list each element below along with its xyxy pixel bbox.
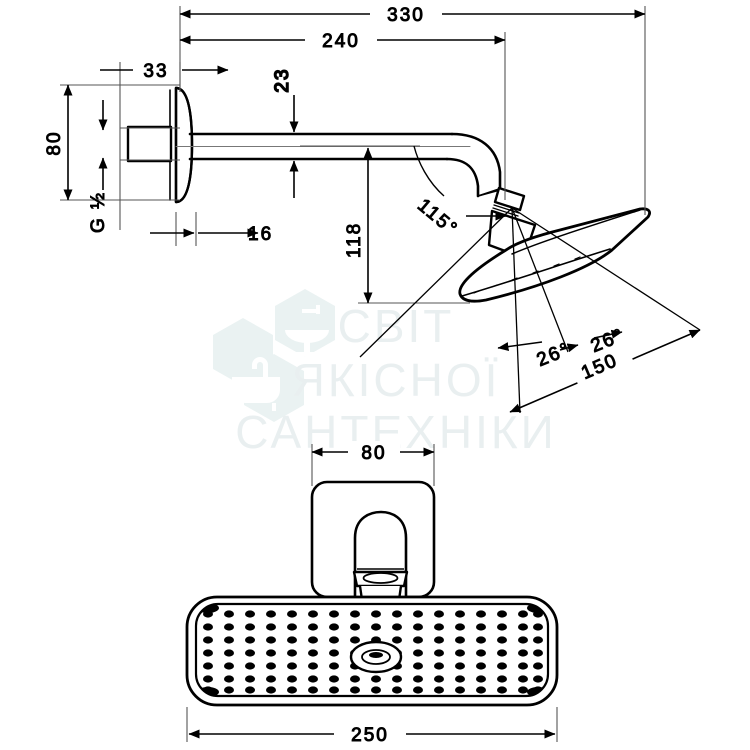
dim-16-label: 16 [248,224,273,245]
dim-G-half: G ½ [88,191,110,234]
dim-250: 250 [188,723,556,747]
side-elevation-geometry [126,86,651,303]
dim-240: 240 [179,29,506,53]
dim-26-deg-left-label: 26° [534,339,574,371]
watermark-line-1: СВІТ [338,300,455,352]
dim-330: 330 [179,3,646,27]
dim-80-plate-label: 80 [361,443,386,464]
side-elevation-dimensions: 330 240 33 16 [44,3,701,414]
center-jet-icon [349,640,403,674]
watermark-line-2: ЯКІСНОЇ [292,354,501,406]
front-elevation-dimensions: 80 250 [186,441,558,747]
dim-33-label: 33 [143,61,168,82]
watermark-sink-icon [285,305,329,357]
dim-16: 16 [150,224,273,246]
dim-80-flange: 80 [44,84,73,201]
dim-115-deg-label: 115° [413,195,462,241]
dim-250-label: 250 [351,725,389,746]
dim-118-label: 118 [344,222,365,258]
dim-23-label: 23 [272,67,293,92]
dim-80-flange-label: 80 [44,130,65,155]
watermark-bathtub-icon [232,357,280,411]
dim-150-label: 150 [578,350,621,384]
dim-23: 23 [271,67,299,198]
dim-118: 118 [344,147,373,304]
dim-26-deg-left: 26° [497,338,574,372]
dim-80-plate: 80 [311,441,435,465]
dim-33: 33 [100,59,229,83]
watermark-group: СВІТ ЯКІСНОЇ САНТЕХНІКИ [213,289,554,458]
dim-240-label: 240 [322,31,360,52]
dim-G-half-label: G ½ [88,191,109,233]
dim-330-label: 330 [387,5,425,26]
